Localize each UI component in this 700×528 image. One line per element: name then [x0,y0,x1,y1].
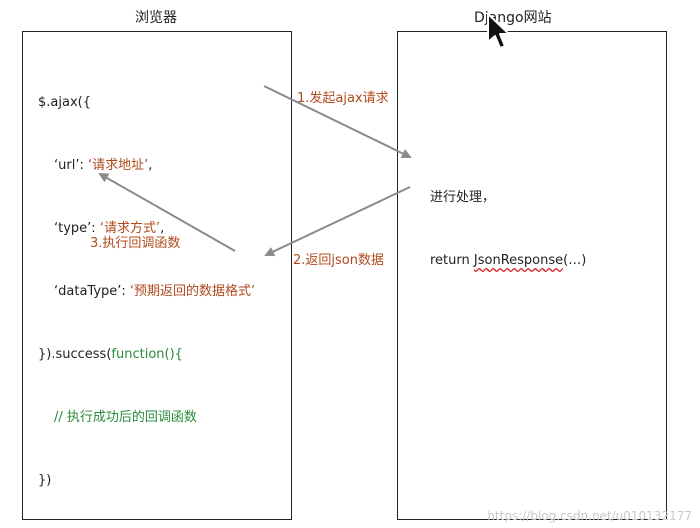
step1-label: 1.发起ajax请求 [297,91,389,106]
code-comment-line: // 执行成功后的回调函数 [54,410,197,425]
code-line-url: ‘url’: ‘请求地址’, [54,158,153,173]
code-line-success: }).success(function(){ [38,344,255,365]
server-line-return: return JsonResponse(…) [430,250,586,271]
browser-title: 浏览器 [135,10,177,26]
request-arrow [263,85,412,158]
server-jsonresponse: JsonResponse [473,253,564,268]
watermark: https://blog.csdn.net/u010132177 [487,509,692,523]
server-return-args: (…) [563,253,587,268]
server-panel [397,31,667,520]
code-value-type: ‘请求方式’ [99,221,161,236]
step2-label: 2.返回json数据 [293,253,384,268]
server-return-keyword: return [430,253,474,268]
code-line-ajax-open: $.ajax({ [38,95,91,110]
callback-arrow [98,173,236,252]
server-line-process: 进行处理， [430,190,496,205]
code-line-datatype: ‘dataType’: ‘预期返回的数据格式’ [38,281,255,302]
mouse-pointer-icon [487,13,510,49]
code-line-type: ‘type’: ‘请求方式’, [54,221,165,236]
code-success-function: function(){ [111,347,183,362]
code-value-url: ‘请求地址’ [87,158,149,173]
step3-label: 3.执行回调函数 [90,236,181,251]
browser-panel [22,31,292,520]
code-success-prefix: }).success( [38,347,112,362]
response-arrow [264,186,411,257]
code-key-datatype: ‘dataType’: [54,284,130,299]
code-key-type: ‘type’: [54,221,100,236]
ajax-code-block: $.ajax({ ‘url’: ‘请求地址’, ‘type’: ‘请求方式’, … [38,50,255,512]
code-line-close: }) [38,473,52,488]
code-key-url: ‘url’: [54,158,88,173]
server-code-block: 进行处理， return JsonResponse(…) [430,145,586,292]
code-value-datatype: ‘预期返回的数据格式’ [129,284,256,299]
